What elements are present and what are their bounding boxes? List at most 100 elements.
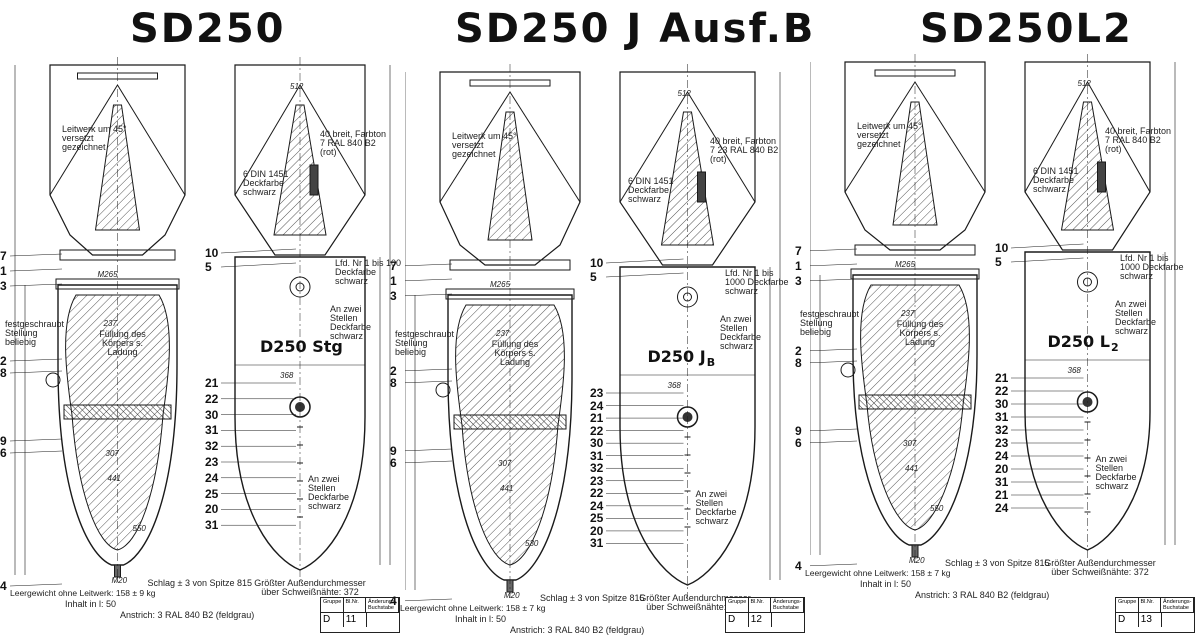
- callout-number: 23: [995, 436, 1009, 450]
- dimension-value: 512: [290, 82, 304, 91]
- stripe-note: 6 DIN 1451 Deckfarbe schwarz: [243, 169, 289, 197]
- callout-number: 21: [995, 488, 1009, 502]
- callout-number: 7: [0, 249, 7, 263]
- callout-number: 2: [0, 354, 7, 368]
- title-block-group: D: [321, 613, 344, 628]
- dimension-value: 512: [677, 89, 691, 98]
- callout-number: 24: [590, 498, 604, 513]
- callout-number: 24: [590, 398, 604, 413]
- tail-note-right: 40 breit, Farbton 7 RAL 840 B2 (rot): [320, 129, 387, 157]
- callout-number: 3: [795, 274, 802, 288]
- dimension-value: 550: [132, 524, 146, 533]
- fixing-note: festgeschraubt Stellung beliebig: [800, 309, 860, 337]
- tail-note-left: Leitwerk um 45° versetzt gezeichnet: [452, 131, 517, 159]
- schlag-note: Schlag ± 3 von Spitze 815: [147, 578, 253, 588]
- two-places-note-2: An zwei Stellen Deckfarbe schwarz: [1095, 454, 1137, 491]
- paint-note: Anstrich: 3 RAL 840 B2 (feldgrau): [510, 625, 645, 635]
- callout-number: 31: [995, 410, 1009, 424]
- callout-number: 3: [0, 279, 7, 293]
- tail-note-right: 40 breit, Farbton 7 23 RAL 840 B2 (rot): [710, 136, 779, 164]
- schlag-note: Schlag ± 3 von Spitze 815: [945, 558, 1050, 568]
- callout-number: 31: [205, 423, 219, 438]
- title-block-change: [772, 613, 804, 627]
- technical-drawing: [810, 54, 1176, 567]
- schlag-note: Schlag ± 3 von Spitze 815: [540, 593, 645, 603]
- lfd-note: Lfd. Nr 1 bis 100 Deckfarbe schwarz: [335, 258, 402, 286]
- callout-number: 23: [590, 386, 604, 400]
- stencil-strip: [1097, 161, 1106, 193]
- callout-number: 8: [0, 366, 7, 380]
- title-block-change: [367, 613, 399, 627]
- callout-number: 9: [795, 424, 802, 438]
- callout-number: 32: [205, 439, 219, 454]
- callout-number: 25: [590, 511, 604, 526]
- weight-note: Leergewicht ohne Leitwerk: 158 ± 7 kg: [400, 603, 546, 613]
- title-block-header-cell: Gruppe: [1116, 598, 1139, 613]
- callout-number: 31: [205, 518, 219, 533]
- paint-note: Anstrich: 3 RAL 840 B2 (feldgrau): [120, 610, 255, 620]
- title-block-change: [1162, 613, 1194, 627]
- callout-number: 24: [205, 470, 219, 485]
- tail-fin-outline: [844, 61, 986, 251]
- title-block-group: D: [1116, 613, 1139, 628]
- max-diameter-note: Größter Außendurchmesser über Schweißnäh…: [639, 593, 751, 612]
- technical-drawing: [405, 64, 781, 602]
- callout-number: 8: [795, 356, 802, 370]
- two-places-note-1: An zwei Stellen Deckfarbe schwarz: [720, 314, 762, 351]
- callout-number: 24: [995, 449, 1009, 463]
- callout-number: 9: [390, 444, 397, 458]
- callout-number: 2: [795, 344, 802, 358]
- callout-number: 30: [590, 436, 604, 451]
- dimension-value: M265: [97, 270, 118, 279]
- title-block-sheet: 11: [344, 613, 367, 628]
- dimension-value: 307: [105, 449, 119, 458]
- callout-number: 32: [995, 423, 1009, 437]
- stencil-strip: [309, 164, 319, 196]
- dimension-value: 307: [903, 439, 917, 448]
- tail-fin-outline: [439, 71, 581, 266]
- dimension-value: 307: [498, 459, 512, 468]
- dimension-value: 441: [107, 474, 121, 483]
- callout-number: 31: [590, 448, 604, 463]
- stripe-note: 6 DIN 1451 Deckfarbe schwarz: [628, 176, 674, 204]
- max-diameter-note: Größter Außendurchmesser über Schweißnäh…: [254, 578, 366, 597]
- section-label: D250 JB: [647, 347, 716, 369]
- two-places-note-1: An zwei Stellen Deckfarbe schwarz: [1115, 299, 1157, 336]
- callout-number: 25: [205, 486, 219, 501]
- dimension-value: 550: [930, 504, 944, 513]
- callout-number: 21: [205, 376, 219, 390]
- callout-number: 23: [205, 455, 219, 469]
- callout-number: 24: [995, 501, 1009, 515]
- callout-number: 9: [0, 434, 7, 448]
- callout-number: 5: [995, 255, 1002, 269]
- dimension-value: 237: [103, 319, 117, 328]
- capacity-note: Inhalt in l: 50: [455, 614, 507, 624]
- callout-number: 4: [0, 579, 7, 593]
- section-label-sub: B: [706, 356, 716, 369]
- callout-number: 31: [590, 536, 604, 551]
- dimension-value: M20: [111, 576, 128, 585]
- section-label: D250 Stg: [260, 337, 343, 356]
- dimension-value: 441: [905, 464, 919, 473]
- callout-number: 5: [205, 260, 212, 274]
- capacity-note: Inhalt in l: 50: [860, 579, 912, 589]
- dimension-value: M20: [504, 591, 520, 600]
- panel-title: SD250 J Ausf.B: [455, 6, 816, 52]
- callout-number: 22: [590, 423, 604, 438]
- callout-number: 1: [795, 259, 802, 273]
- paint-note: Anstrich: 3 RAL 840 B2 (feldgrau): [915, 590, 1050, 600]
- two-places-note-2: An zwei Stellen Deckfarbe schwarz: [308, 474, 350, 511]
- callout-number: 22: [995, 384, 1009, 398]
- dimension-value: 512: [1077, 79, 1091, 88]
- fill-note: Füllung des Körpers s. Ladung: [491, 339, 539, 367]
- callout-number: 1: [0, 264, 7, 278]
- bomb-body-outline: [852, 274, 978, 546]
- title-block-group: D: [726, 613, 749, 628]
- panel-title: SD250: [130, 6, 286, 52]
- fill-note: Füllung des Körpers s. Ladung: [99, 329, 146, 357]
- bomb-front-outline: [1024, 251, 1151, 551]
